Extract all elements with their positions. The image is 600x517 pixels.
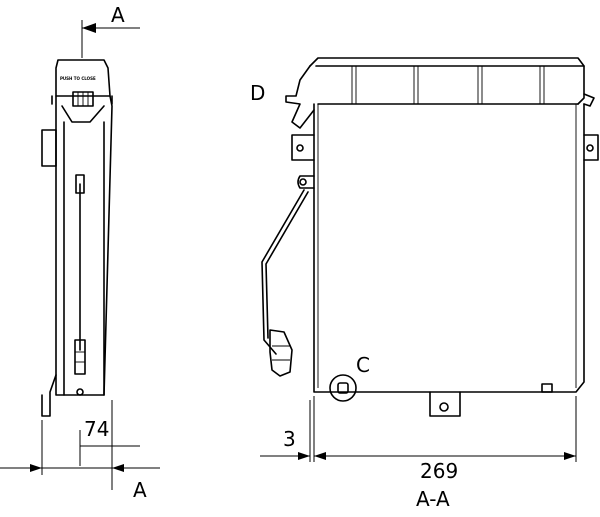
section-arrow-top [82, 23, 96, 33]
section-label-top: A [111, 3, 125, 27]
rod-clip [74, 339, 86, 375]
hook-d [285, 65, 315, 129]
side-bracket [41, 129, 57, 167]
top-frame [309, 57, 585, 105]
dim-label-269: 269 [420, 459, 458, 483]
bottom-tab [429, 391, 461, 417]
right-tab [583, 134, 599, 161]
detail-circle-c [329, 374, 357, 402]
detail-label-d: D [250, 81, 265, 105]
section-caption: A-A [416, 487, 450, 511]
handle-text: PUSH TO CLOSE [60, 76, 96, 81]
rod-clip-front [269, 329, 293, 377]
section-label-bottom: A [133, 478, 147, 502]
side-foot [41, 374, 57, 417]
detail-label-c: C [356, 353, 370, 377]
dim-label-74: 74 [84, 417, 109, 441]
front-view: D C 3 269 A-A [250, 57, 599, 511]
main-panel [313, 103, 585, 393]
right-latch [583, 93, 595, 107]
side-view: A PUSH TO CLOSE 74 [0, 3, 160, 502]
left-tab-upper [291, 134, 315, 161]
bottom-slot [541, 383, 553, 393]
latch-curve [61, 105, 105, 123]
left-tab-lower [297, 175, 315, 189]
dim-label-3: 3 [283, 427, 296, 451]
